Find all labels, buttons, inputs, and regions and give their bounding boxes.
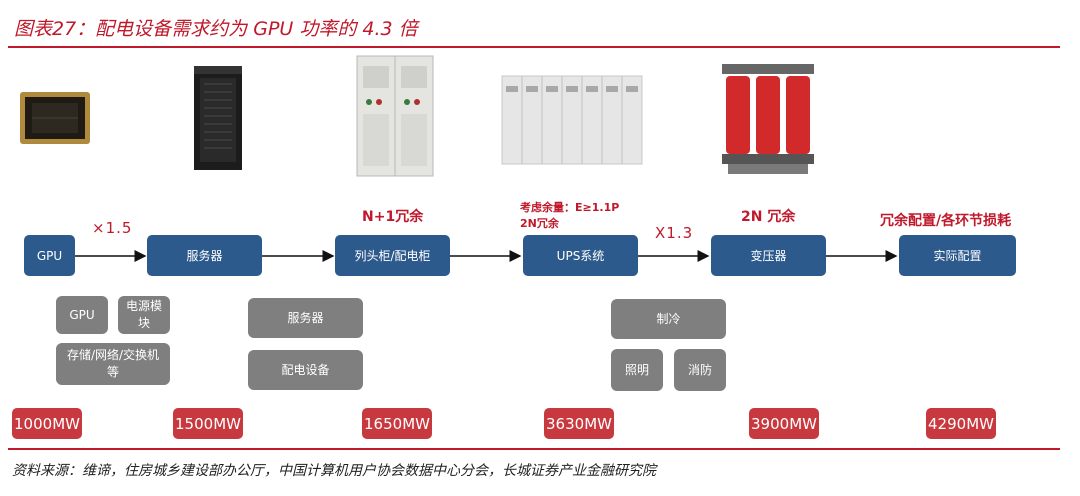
distribution-cabinet-image — [356, 55, 434, 177]
component-storage-network: 存储/网络/交换机等 — [56, 343, 170, 385]
component-power-module: 电源模块 — [118, 296, 170, 334]
stage-ups: UPS系统 — [523, 235, 638, 276]
component-distribution-equipment: 配电设备 — [248, 350, 363, 390]
note-transformer-redundancy: 2N 冗余 — [741, 209, 796, 225]
component-server: 服务器 — [248, 298, 363, 338]
transformer-image — [722, 64, 814, 174]
server-rack-image — [194, 66, 242, 170]
power-gpu: 1000MW — [12, 408, 82, 439]
component-cooling: 制冷 — [611, 299, 726, 339]
power-transformer: 3900MW — [749, 408, 819, 439]
note-cabinet-redundancy: N+1冗余 — [362, 209, 424, 225]
ups-cabinets-image — [501, 75, 643, 165]
stage-gpu: GPU — [24, 235, 75, 276]
component-fire-protection: 消防 — [674, 349, 726, 391]
stage-actual: 实际配置 — [899, 235, 1016, 276]
power-server: 1500MW — [173, 408, 243, 439]
stage-cabinet: 列头柜/配电柜 — [335, 235, 450, 276]
stage-server: 服务器 — [147, 235, 262, 276]
multiplier-ups-transformer: X1.3 — [655, 224, 694, 242]
gpu-chip-image — [20, 92, 90, 144]
component-gpu: GPU — [56, 296, 108, 334]
footer-rule — [8, 448, 1060, 450]
component-lighting: 照明 — [611, 349, 663, 391]
note-ups-margin: 考虑余量：E≥1.1P — [520, 201, 620, 214]
multiplier-gpu-server: ×1.5 — [92, 219, 133, 237]
note-ups-redundancy: 2N冗余 — [520, 217, 559, 230]
power-cabinet: 1650MW — [362, 408, 432, 439]
title-rule — [8, 46, 1060, 48]
power-actual: 4290MW — [926, 408, 996, 439]
power-ups: 3630MW — [544, 408, 614, 439]
note-actual-config: 冗余配置/各环节损耗 — [880, 213, 1012, 229]
stage-transformer: 变压器 — [711, 235, 826, 276]
figure-title: 图表27：配电设备需求约为 GPU 功率的 4.3 倍 — [14, 18, 418, 40]
source-note: 资料来源：维谛，住房城乡建设部办公厅，中国计算机用户协会数据中心分会，长城证券产… — [12, 463, 656, 479]
